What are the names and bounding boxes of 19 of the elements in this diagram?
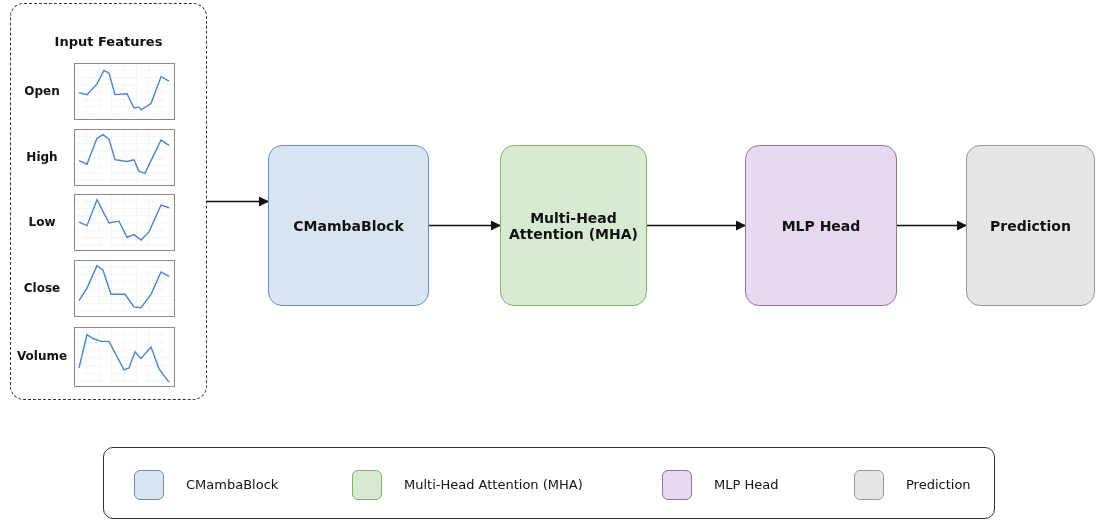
feature-label: Close bbox=[22, 280, 62, 295]
legend-label: Multi-Head Attention (MHA) bbox=[404, 477, 583, 492]
arrow bbox=[896, 220, 967, 231]
arrow bbox=[428, 220, 501, 231]
feature-label: Open bbox=[23, 83, 61, 98]
process-block: Multi-Head Attention (MHA) bbox=[500, 145, 647, 306]
legend-label: MLP Head bbox=[714, 477, 779, 492]
arrow bbox=[646, 220, 746, 231]
process-block: Prediction bbox=[966, 145, 1095, 306]
feature-label: High bbox=[25, 149, 59, 164]
feature-label: Low bbox=[27, 214, 57, 229]
panel-title: Input Features bbox=[53, 34, 164, 49]
arrow bbox=[206, 196, 269, 207]
feature-label: Volume bbox=[15, 349, 69, 363]
process-block: MLP Head bbox=[745, 145, 897, 306]
legend-label: CMambaBlock bbox=[186, 477, 279, 492]
legend-label: Prediction bbox=[906, 477, 971, 492]
input-group-panel bbox=[10, 3, 207, 400]
process-block: CMambaBlock bbox=[268, 145, 429, 306]
